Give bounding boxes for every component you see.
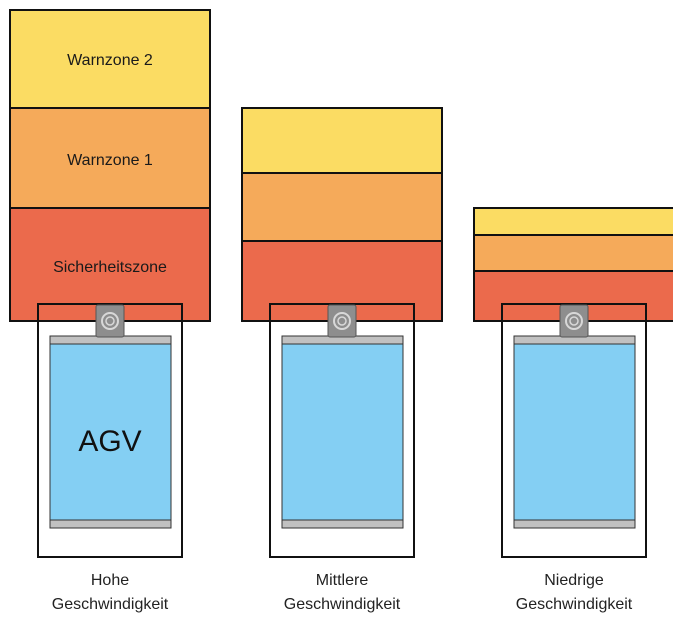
sensor-icon <box>327 304 357 338</box>
agv-rear-bumper <box>49 519 172 529</box>
safety-zone-label: Sicherheitszone <box>53 259 167 276</box>
sensor-lens <box>101 312 119 330</box>
agv-frame <box>269 303 415 558</box>
warn-zone-2-label: Warnzone 2 <box>67 52 153 69</box>
caption-line-2: Geschwindigkeit <box>51 596 169 613</box>
warn-zone-2 <box>9 9 211 109</box>
sensor-lens-inner <box>105 316 115 326</box>
agv-body <box>281 335 404 529</box>
caption-line-1: Mittlere <box>315 572 369 589</box>
agv-body <box>513 335 636 529</box>
caption-line-2: Geschwindigkeit <box>515 596 633 613</box>
warn-zone-1-label: Warnzone 1 <box>67 152 153 169</box>
panel-high-speed: Warnzone 2 Warnzone 1 Sicherheitszone AG… <box>9 9 211 558</box>
caption-line-2: Geschwindigkeit <box>283 596 401 613</box>
agv-label: AGV <box>78 425 141 458</box>
caption-line-1: Niedrige <box>544 572 604 589</box>
sensor-icon <box>559 304 589 338</box>
agv-frame <box>37 303 183 558</box>
warn-zone-1 <box>9 107 211 209</box>
agv-rear-bumper <box>513 519 636 529</box>
warn-zone-1 <box>473 234 673 272</box>
panel-medium-speed <box>241 107 443 558</box>
agv-frame <box>501 303 647 558</box>
caption-high-speed: Hohe Geschwindigkeit <box>15 569 205 617</box>
agv-body <box>49 335 172 529</box>
sensor-lens-inner <box>569 316 579 326</box>
sensor-lens-inner <box>337 316 347 326</box>
sensor-lens <box>333 312 351 330</box>
safety-zone <box>9 207 211 322</box>
warn-zone-1 <box>241 172 443 242</box>
sensor-lens <box>565 312 583 330</box>
agv-rear-bumper <box>281 519 404 529</box>
sensor-icon <box>95 304 125 338</box>
panel-low-speed <box>473 207 673 558</box>
caption-medium-speed: Mittlere Geschwindigkeit <box>247 569 437 617</box>
warn-zone-2 <box>473 207 673 236</box>
caption-low-speed: Niedrige Geschwindigkeit <box>479 569 669 617</box>
caption-line-1: Hohe <box>90 572 130 589</box>
warn-zone-2 <box>241 107 443 174</box>
